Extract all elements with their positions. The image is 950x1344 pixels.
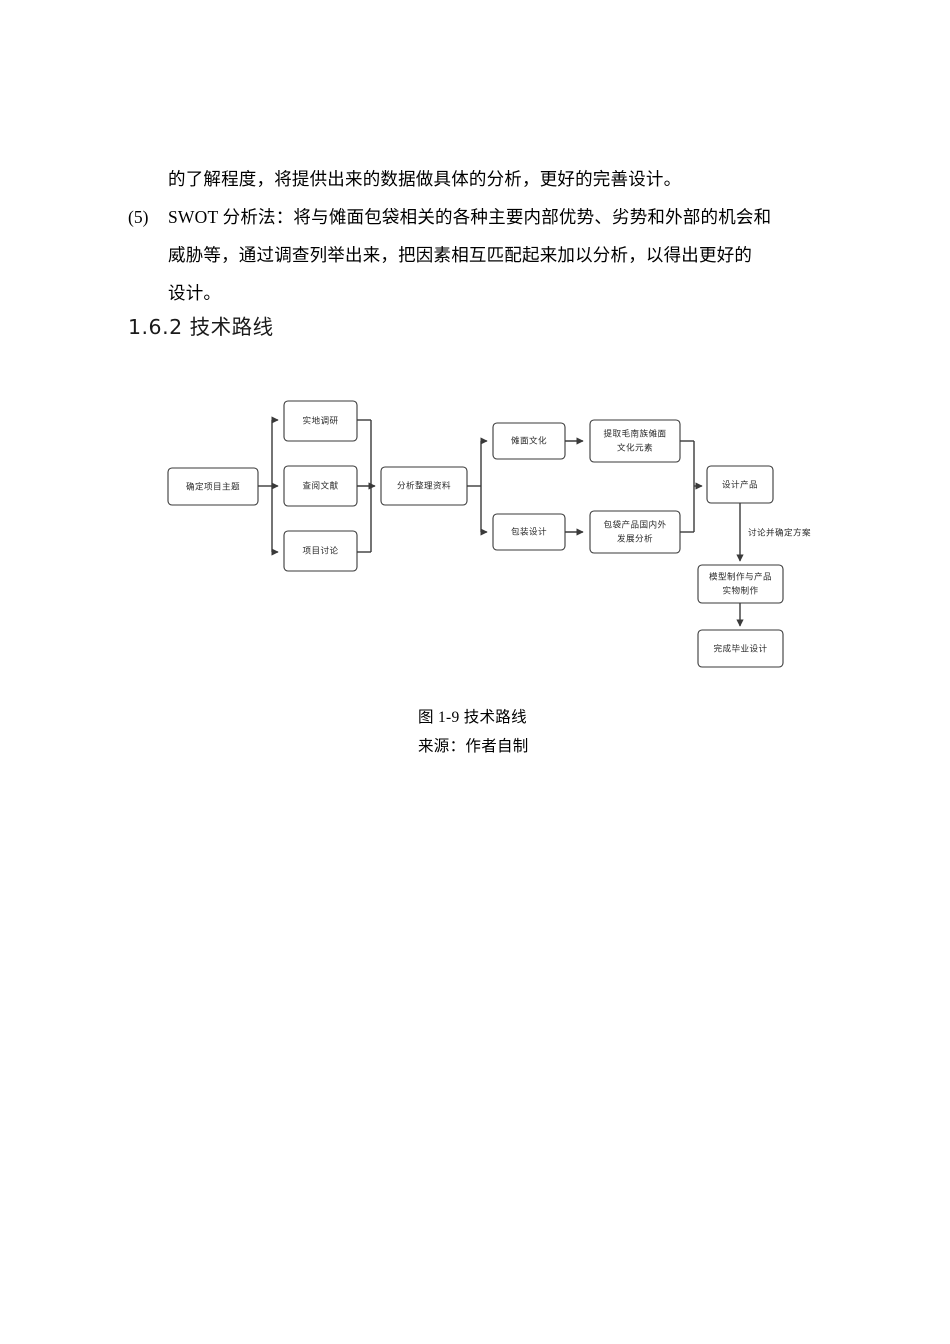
flow-node-项目讨论[interactable]: 项目讨论 <box>283 530 358 572</box>
flow-node-傩面文化[interactable]: 傩面文化 <box>492 422 566 460</box>
flow-node-label-line2: 实物制作 <box>723 585 759 597</box>
list-item-5: (5) SWOT 分析法：将与傩面包袋相关的各种主要内部优势、劣势和外部的机会和… <box>128 198 828 312</box>
list-item-line-3: 设计。 <box>168 283 222 303</box>
flow-node-label: 设计产品 <box>722 479 758 491</box>
flow-node-label: 查阅文献 <box>303 480 339 492</box>
flow-node-label-line1: 包袋产品国内外 <box>604 519 667 531</box>
flow-node-提取毛南族傩面文化元素[interactable]: 提取毛南族傩面 文化元素 <box>589 419 681 463</box>
paragraph-carryover-line: 的了解程度，将提供出来的数据做具体的分析，更好的完善设计。 <box>168 169 682 189</box>
flow-node-label-line1: 提取毛南族傩面 <box>604 428 667 440</box>
flow-node-label: 项目讨论 <box>303 545 339 557</box>
list-item-line-2: 威胁等，通过调查列举出来，把因素相互匹配起来加以分析，以得出更好的 <box>168 245 753 265</box>
flow-node-模型制作与产品实物制作[interactable]: 模型制作与产品 实物制作 <box>697 564 784 604</box>
connector-merge-to-n10 <box>680 440 703 533</box>
flow-node-label: 完成毕业设计 <box>714 643 768 655</box>
connector-n1-to-fanout <box>258 416 279 556</box>
figure-caption-source: 来源：作者自制 <box>418 738 529 755</box>
edge-label-discuss-and-confirm: 讨论并确定方案 <box>748 527 811 539</box>
flow-node-确定项目主题[interactable]: 确定项目主题 <box>167 467 259 506</box>
figure-caption-title: 图 1-9 技术路线 <box>418 709 527 726</box>
technical-route-flowchart: 确定项目主题 实地调研 查阅文献 项目讨论 分析整理资料 傩面文化 <box>0 380 950 690</box>
flow-node-label-line2: 文化元素 <box>617 442 653 454</box>
list-item-marker: (5) <box>128 207 149 227</box>
section-heading: 1.6.2 技术路线 <box>128 315 274 339</box>
flow-node-label-line1: 模型制作与产品 <box>709 571 772 583</box>
flow-node-包袋产品国内外发展分析[interactable]: 包袋产品国内外 发展分析 <box>589 510 681 554</box>
flow-node-完成毕业设计[interactable]: 完成毕业设计 <box>697 629 784 668</box>
flow-node-label: 包装设计 <box>511 526 547 538</box>
body-text-block: 的了解程度，将提供出来的数据做具体的分析，更好的完善设计。 (5) SWOT 分… <box>128 160 828 312</box>
flow-node-包装设计[interactable]: 包装设计 <box>492 513 566 551</box>
flow-node-label: 傩面文化 <box>511 435 547 447</box>
connector-fanin-to-n5 <box>357 419 376 553</box>
flow-node-label: 分析整理资料 <box>397 480 451 492</box>
flow-node-实地调研[interactable]: 实地调研 <box>283 400 358 442</box>
flow-node-设计产品[interactable]: 设计产品 <box>706 465 774 504</box>
list-item-body: SWOT 分析法：将与傩面包袋相关的各种主要内部优势、劣势和外部的机会和 威胁等… <box>168 198 828 312</box>
flow-node-label: 实地调研 <box>303 415 339 427</box>
flow-node-label: 确定项目主题 <box>186 481 240 493</box>
figure-caption: 图 1-9 技术路线 来源：作者自制 <box>418 703 718 761</box>
flow-node-label-line2: 发展分析 <box>617 533 653 545</box>
list-item-line-1: SWOT 分析法：将与傩面包袋相关的各种主要内部优势、劣势和外部的机会和 <box>168 207 772 227</box>
flow-node-查阅文献[interactable]: 查阅文献 <box>283 465 358 507</box>
connector-n5-to-branches <box>467 437 488 536</box>
flow-node-分析整理资料[interactable]: 分析整理资料 <box>380 466 468 506</box>
